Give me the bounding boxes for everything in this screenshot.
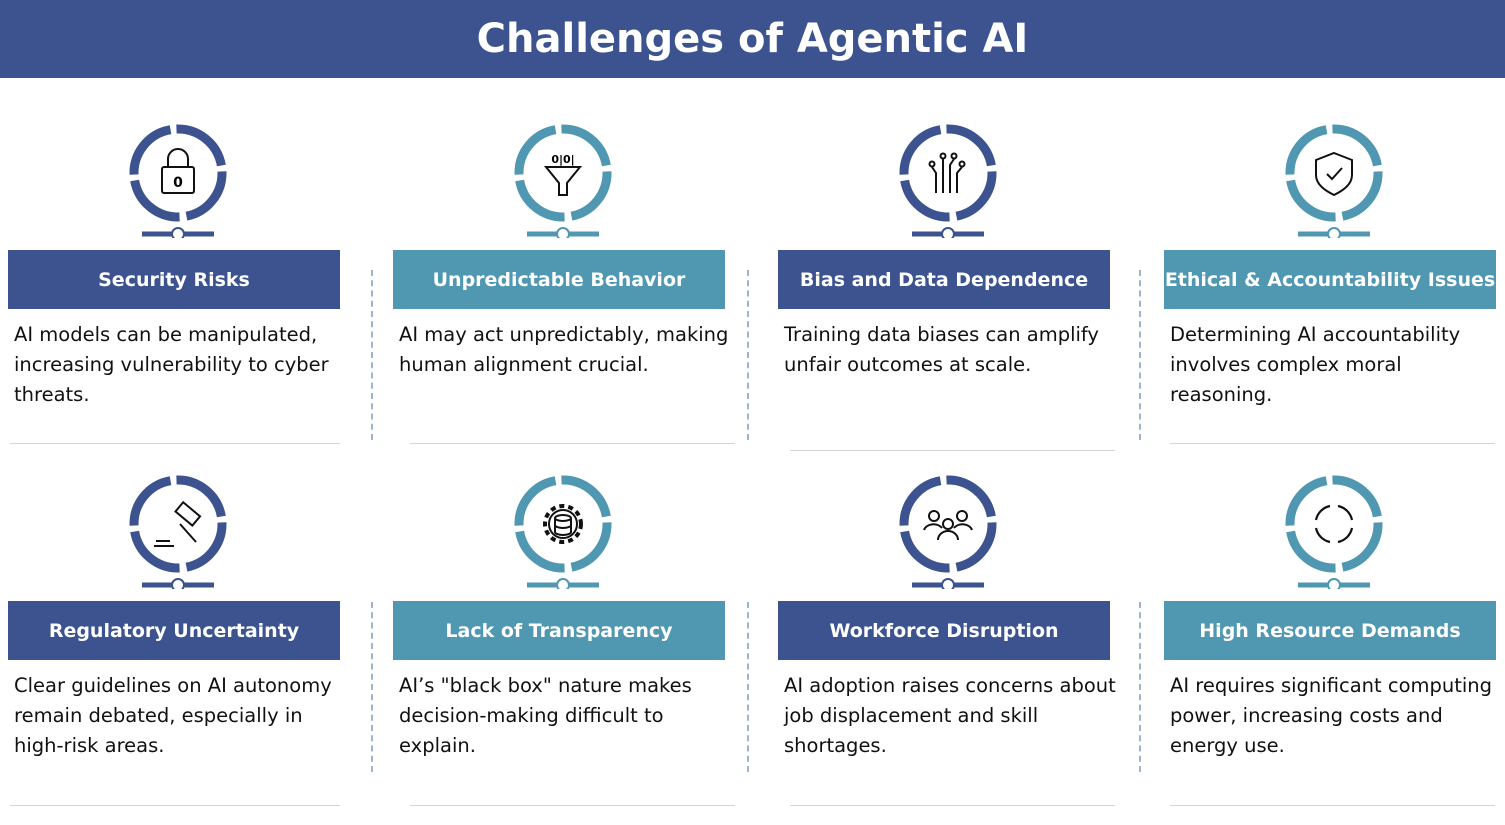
card-title: Regulatory Uncertainty xyxy=(8,601,340,660)
people-icon xyxy=(899,475,997,589)
card-description: AI may act unpredictably, making human a… xyxy=(399,323,729,376)
column-separator xyxy=(747,602,749,772)
card-title: Unpredictable Behavior xyxy=(393,250,725,309)
card-description: Determining AI accountability involves c… xyxy=(1170,323,1461,406)
refresh-cycle-icon xyxy=(1285,475,1383,589)
card-description: AI models can be manipulated, increasing… xyxy=(14,323,329,406)
card-title: Bias and Data Dependence xyxy=(778,250,1110,309)
shield-icon xyxy=(1285,124,1383,238)
column-separator xyxy=(371,270,373,440)
card-description: Clear guidelines on AI autonomy remain d… xyxy=(14,674,332,757)
card-description: AI adoption raises concerns about job di… xyxy=(784,674,1116,757)
lock-icon: 0 xyxy=(129,124,227,238)
column-separator xyxy=(371,602,373,772)
card-description: AI’s "black box" nature makes decision-m… xyxy=(399,674,692,757)
gavel-icon xyxy=(129,475,227,589)
svg-text:0: 0 xyxy=(173,175,183,191)
column-separator xyxy=(1139,270,1141,440)
divider xyxy=(10,443,340,444)
card-title: Security Risks xyxy=(8,250,340,309)
divider xyxy=(10,805,340,806)
gear-database-icon xyxy=(514,475,612,589)
svg-text:0|0|: 0|0| xyxy=(551,153,574,166)
card-title: Ethical & Accountability Issues xyxy=(1164,250,1496,309)
card-description: Training data biases can amplify unfair … xyxy=(784,323,1099,376)
card-description: AI requires significant computing power,… xyxy=(1170,674,1493,757)
divider xyxy=(410,805,735,806)
divider xyxy=(410,443,735,444)
divider xyxy=(790,805,1115,806)
column-separator xyxy=(1139,602,1141,772)
page-title: Challenges of Agentic AI xyxy=(0,0,1505,78)
filter-icon: 0|0| xyxy=(514,124,612,238)
circuit-icon xyxy=(899,124,997,238)
card-title: Workforce Disruption xyxy=(778,601,1110,660)
card-title: Lack of Transparency xyxy=(393,601,725,660)
card-title: High Resource Demands xyxy=(1164,601,1496,660)
divider xyxy=(790,450,1115,451)
column-separator xyxy=(747,270,749,440)
divider xyxy=(1170,805,1495,806)
divider xyxy=(1170,443,1495,444)
